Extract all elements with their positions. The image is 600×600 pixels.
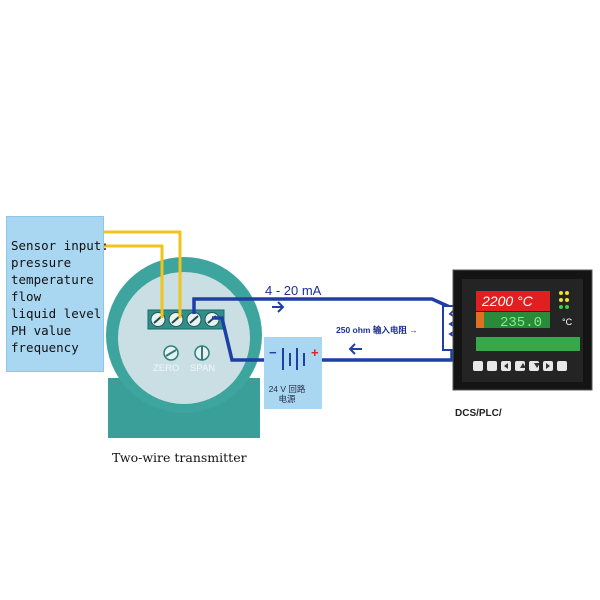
status-bar (476, 337, 580, 351)
controller-label: DCS/PLC/ (455, 408, 502, 419)
controller-device: 2200 °C 235.0 °C (452, 269, 593, 391)
unit-label: °C (562, 317, 573, 327)
zero-label: ZERO (153, 363, 180, 374)
current-label: 4 - 20 mA (265, 283, 322, 298)
sensor-input-box: Sensor input: pressure temperature flow … (6, 216, 109, 372)
transmitter-caption: Two-wire transmitter (112, 450, 247, 465)
left-key-icon (504, 363, 508, 369)
current-arrow-right-icon (272, 301, 285, 313)
current-arrow-left-icon (348, 343, 362, 355)
sv-display-bg (476, 312, 550, 328)
power-supply-label: 24 V 回路电源 (268, 384, 306, 404)
sensor-heading: Sensor input: (11, 238, 109, 253)
sensor-item: temperature (11, 272, 94, 287)
span-label: SPAN (190, 363, 216, 374)
up-key-icon (520, 363, 526, 368)
sv-display: 235.0 (500, 315, 542, 331)
down-key-icon (534, 363, 540, 368)
sensor-item: frequency (11, 340, 79, 355)
pv-display: 2200 °C (481, 293, 534, 309)
power-supply-panel (264, 337, 322, 409)
plus-sign: + (311, 345, 319, 360)
pv-display-bg (476, 291, 550, 311)
zero-screw-icon (163, 345, 179, 361)
right-key-icon (546, 363, 550, 369)
resistor-label: 250 ohm 输入电阻 → (336, 325, 418, 335)
sensor-item: flow (11, 289, 42, 304)
transmitter-housing-inner (118, 272, 250, 404)
sensor-item: liquid level (11, 306, 102, 321)
sensor-item: PH value (11, 323, 72, 338)
sensor-item: pressure (11, 255, 72, 270)
transmitter (106, 257, 262, 438)
sensor-wires (104, 230, 182, 318)
battery-icon (282, 348, 305, 370)
terminal-3-icon (186, 312, 202, 327)
span-screw-icon (194, 345, 210, 361)
minus-sign: − (269, 345, 277, 360)
